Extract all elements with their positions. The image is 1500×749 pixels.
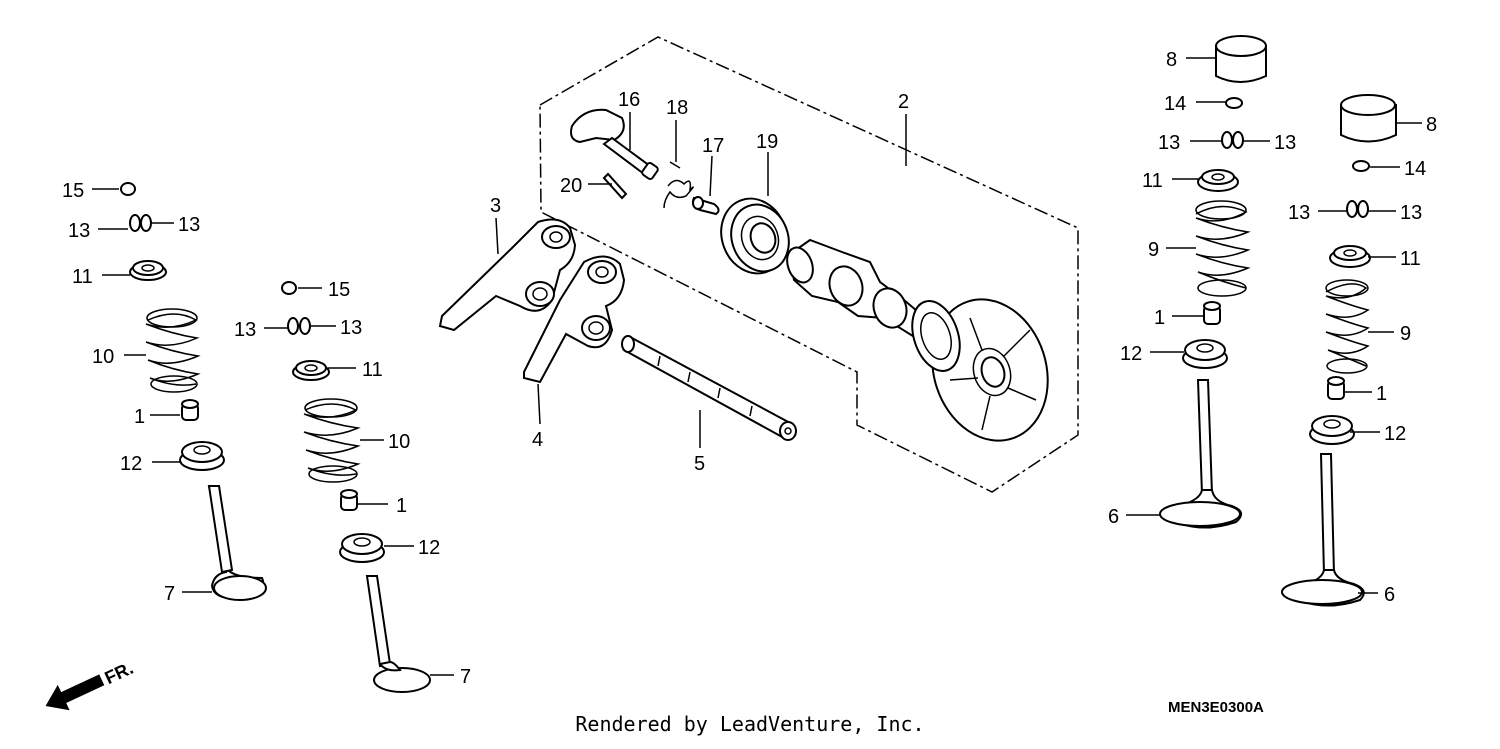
callout-13-b-right: 13 [340,317,362,339]
callout-19: 19 [756,131,778,153]
valve-seal-1-b [340,489,358,511]
callout-14-b: 14 [1404,158,1426,180]
callout-13-c-left: 13 [1158,132,1180,154]
callout-18: 18 [666,97,688,119]
render-credit: Rendered by LeadVenture, Inc. [575,712,925,736]
shim-14-a [1225,97,1243,109]
callout-11-c: 11 [1142,170,1163,192]
callout-12-d: 12 [1384,423,1406,445]
return-spring-18 [663,161,694,209]
shim-15-a [120,182,136,196]
retainer-11-a [129,260,167,281]
spring-9-b [1325,279,1370,374]
callout-20: 20 [560,175,582,197]
callout-2: 2 [898,91,909,113]
leader-lines [92,57,1422,676]
callout-1-a: 1 [134,406,145,428]
callout-4: 4 [532,429,543,451]
callout-12-b: 12 [418,537,440,559]
cotter-13-a [129,214,152,232]
left-valve-assembly-b [281,281,431,693]
callout-11-b: 11 [362,359,383,381]
rocker-arm-4 [523,255,626,384]
left-valve-assembly-a [120,182,267,601]
valve-6-b [1281,453,1365,607]
valve-7-b [365,575,431,693]
callout-13-b-left: 13 [234,319,256,341]
callout-5: 5 [694,453,705,475]
callout-6-a: 6 [1108,506,1119,528]
shim-14-b [1352,160,1370,172]
callout-13-d-left: 13 [1288,202,1310,224]
seat-12-b [339,533,385,563]
callout-14-a: 14 [1164,93,1186,115]
diagram-code: MEN3E0300A [1168,699,1264,716]
callout-labels: 15 13 13 11 10 1 12 7 15 13 13 11 10 1 1… [62,49,1437,688]
retainer-11-c [1197,169,1239,192]
spring-10-b [303,398,361,483]
callout-9-b: 9 [1400,323,1411,345]
callout-6-b: 6 [1384,584,1395,606]
direction-label: FR. [102,658,137,688]
callout-1-d: 1 [1376,383,1387,405]
valve-6-a [1159,379,1243,529]
callout-1-c: 1 [1154,307,1165,329]
decompressor-shaft-16 [570,108,659,180]
seat-12-c [1182,339,1228,369]
callout-7-a: 7 [164,583,175,605]
pin-20 [602,172,628,200]
valve-seal-1-d [1327,376,1345,400]
callout-11-d: 11 [1400,248,1421,270]
spring-9-a [1195,200,1251,297]
shim-15-b [281,281,297,295]
spring-10-a [145,308,201,393]
callout-1-b: 1 [396,495,407,517]
callout-13-d-right: 13 [1400,202,1422,224]
seat-12-a [179,441,225,471]
callout-12-a: 12 [120,453,142,475]
retainer-11-d [1329,245,1371,268]
callout-15-a: 15 [62,180,84,202]
cam-sprocket-2 [911,298,1049,442]
rocker-shaft-5 [621,335,797,441]
callout-13-c-right: 13 [1274,132,1296,154]
callout-10-a: 10 [92,346,114,368]
cotter-13-c [1221,131,1244,149]
cotter-13-d [1346,200,1369,218]
bearing-19 [720,197,790,275]
callout-17: 17 [702,135,724,157]
callout-16: 16 [618,89,640,111]
valve-7-a [207,485,267,601]
assembly-boundary [539,36,1079,493]
callout-8-b: 8 [1426,114,1437,136]
valve-seal-1-a [181,399,199,421]
tappet-8-a [1215,35,1267,83]
callout-12-c: 12 [1120,343,1142,365]
camshaft-2 [786,238,932,340]
callout-8-a: 8 [1166,49,1177,71]
rocker-arm-3 [438,218,577,332]
front-direction-arrow: FR. [45,658,137,711]
callout-3: 3 [490,195,501,217]
callout-9-a: 9 [1148,239,1159,261]
retainer-11-b [292,360,330,381]
right-valve-assembly-b [1281,94,1397,607]
callout-11-a: 11 [72,266,93,288]
callout-13-a-right: 13 [178,214,200,236]
decompressor-weight-17 [691,196,720,216]
callout-13-a-left: 13 [68,220,90,242]
seat-12-d [1309,415,1355,445]
right-valve-assembly-a [1159,35,1267,529]
tappet-8-b [1340,94,1397,143]
callout-15-b: 15 [328,279,350,301]
callout-10-b: 10 [388,431,410,453]
cotter-13-b [287,317,311,335]
callout-7-b: 7 [460,666,471,688]
valve-seal-1-c [1203,301,1221,325]
